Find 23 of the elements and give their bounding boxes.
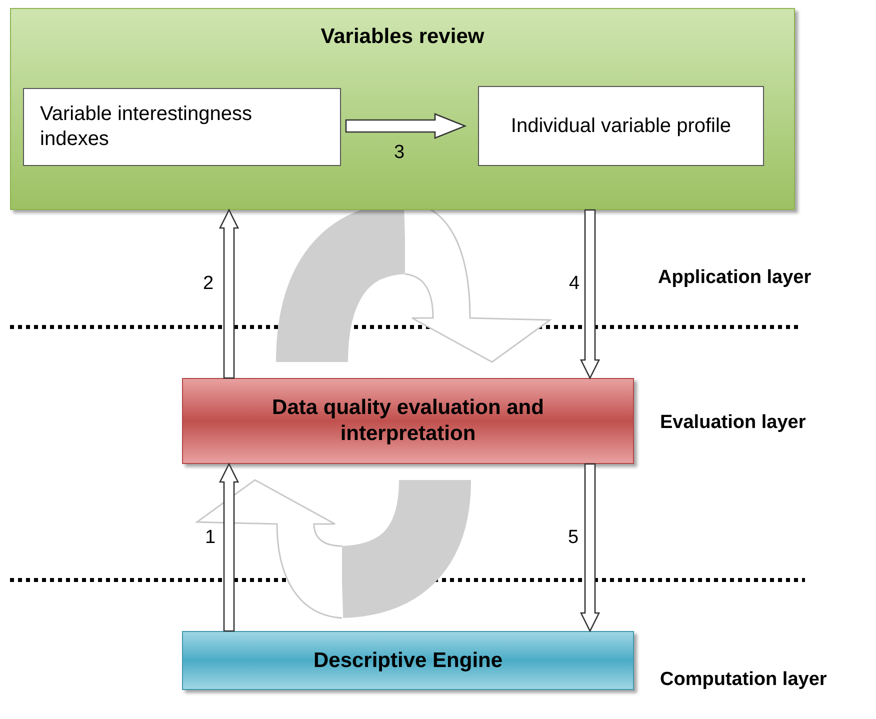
layer-box <box>182 631 634 690</box>
hollow-arrow <box>218 462 240 632</box>
box-label: Variable interestingness indexes <box>40 102 253 152</box>
edge-label: 1 <box>205 528 216 547</box>
layer-label: Application layer <box>658 266 812 290</box>
box-label: Individual variable profile <box>510 114 732 138</box>
process-box <box>23 88 341 166</box>
hollow-arrow <box>218 208 240 379</box>
edge-label: 2 <box>203 274 214 293</box>
box-label: Descriptive Engine <box>313 648 503 674</box>
process-box <box>478 86 764 166</box>
hollow-arrow <box>345 113 467 139</box>
layer-label: Evaluation layer <box>660 411 806 435</box>
edge-label: 4 <box>569 274 580 293</box>
group-panel <box>10 8 795 210</box>
box-label: Variables review <box>320 24 484 50</box>
hollow-arrow <box>580 463 600 632</box>
box-label: Data quality evaluation and interpretation <box>271 394 545 447</box>
layer-box <box>182 378 634 464</box>
edge-label: 5 <box>568 528 579 547</box>
edge-label: 3 <box>394 143 405 162</box>
layer-label: Computation layer <box>660 668 827 692</box>
hollow-arrow <box>580 209 600 380</box>
